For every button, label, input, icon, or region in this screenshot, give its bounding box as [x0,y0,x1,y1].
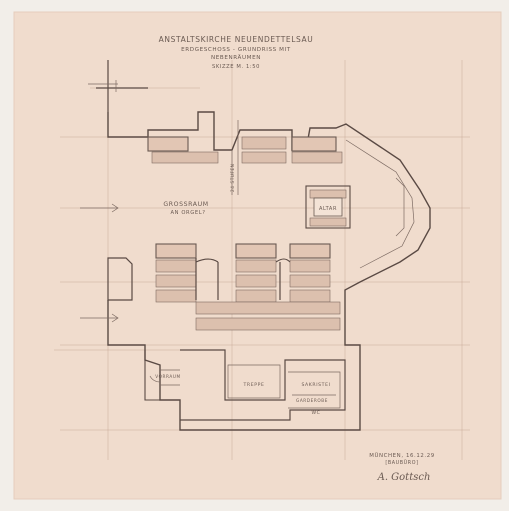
title-line-1: ANSTALTSKIRCHE NEUENDETTELSAU [159,35,314,44]
label-altar: ALTAR [319,206,337,212]
label-sakristei: SAKRISTEI [301,382,330,388]
title-line-4: SKIZZE M. 1:50 [212,64,260,70]
lower-rooms [144,349,346,421]
label-grossraum: GROSSRAUM [163,201,208,208]
title-line-2: ERDGESCHOSS - GRUNDRISS MIT [181,47,291,53]
outer-walls [88,60,431,431]
lower-benches [155,243,341,331]
signature: A. Gottsch [377,472,431,483]
label-treppe: TREPPE [243,382,265,388]
place-date: MÜNCHEN, 16.12.29 [369,452,435,459]
label-grossraum-sub: AN ORGEL? [170,210,205,216]
label-vertical-note: 24 STUFEN [230,163,235,192]
signature-block: MÜNCHEN, 16.12.29 [BAUBÜRO] A. Gottsch [369,452,435,483]
entrance-markers [80,203,119,323]
room-labels: GROSSRAUM AN ORGEL? ALTAR SAKRISTEI TREP… [155,163,337,416]
upper-benches [147,136,343,164]
office: [BAUBÜRO] [385,459,418,466]
label-vorraum: VORRAUM [155,374,180,379]
title-line-3: NEBENRÄUMEN [211,54,261,61]
label-wc: WC [312,410,321,416]
title-block: ANSTALTSKIRCHE NEUENDETTELSAU ERDGESCHOS… [159,35,314,70]
altar [305,185,351,229]
label-garderobe: GARDEROBE [296,398,328,403]
